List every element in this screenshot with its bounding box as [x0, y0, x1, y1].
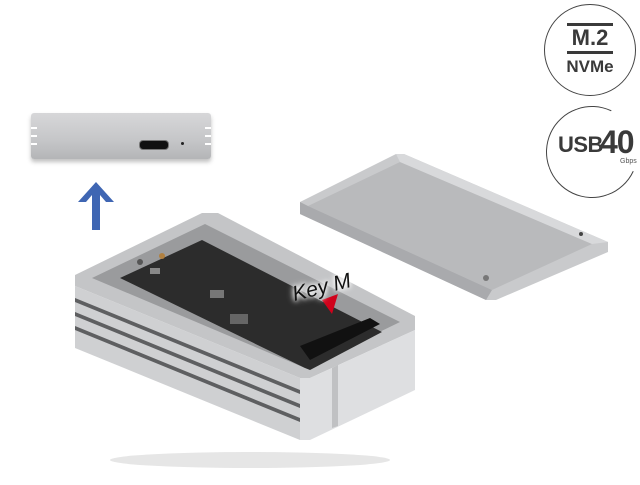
badge-overline	[567, 23, 613, 26]
m2-badge-subtitle: NVMe	[566, 57, 614, 76]
key-marker-triangle-icon	[322, 294, 338, 314]
vent-slot	[31, 143, 37, 145]
usb40-badge: USB 40 Gbps	[533, 93, 640, 211]
vent-slot	[205, 143, 211, 145]
enclosure-base-with-pcb	[75, 213, 415, 468]
up-arrow-icon	[78, 182, 114, 230]
usb-badge-speed: 40	[600, 124, 635, 160]
usb-c-port-icon	[139, 140, 169, 150]
m2-nvme-badge: M.2 NVMe	[544, 4, 636, 96]
usb-badge-label: USB	[558, 132, 603, 157]
status-led	[181, 142, 184, 145]
vent-slot	[205, 135, 211, 137]
enclosure-lid	[300, 154, 608, 300]
vent-slot	[205, 127, 211, 129]
usb-badge-unit: Gbps	[620, 158, 637, 165]
badge-underline	[567, 51, 613, 54]
enclosure-front-view	[31, 113, 211, 159]
vent-slot	[31, 135, 37, 137]
vent-slot	[31, 127, 37, 129]
m2-badge-title: M.2	[571, 25, 609, 50]
